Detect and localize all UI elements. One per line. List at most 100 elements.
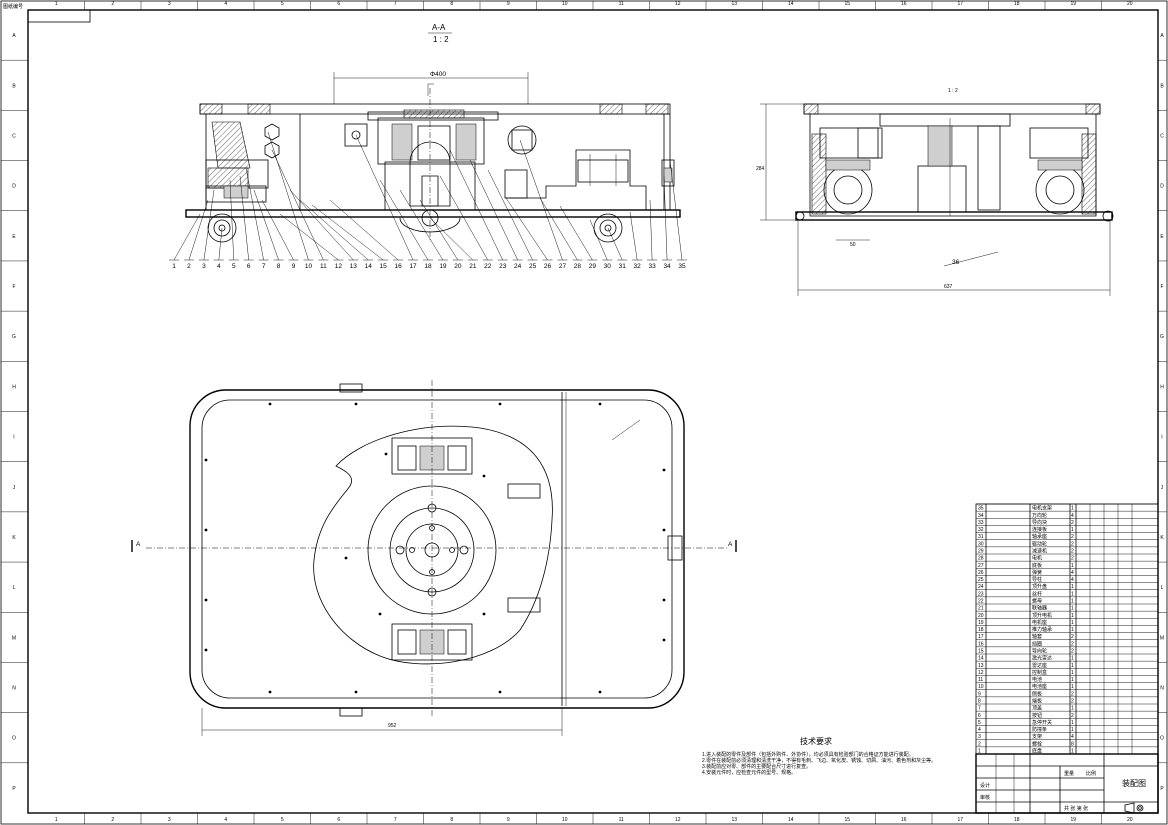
row-letter-left: I [13, 435, 14, 441]
balloon-label: 9 [292, 263, 296, 270]
bom-qty: 1 [1071, 591, 1074, 597]
column-number: 18 [1014, 1, 1020, 7]
row-letter-right: K [1160, 535, 1164, 541]
side-dim-height: 284 [756, 166, 765, 172]
bom-no: 11 [978, 677, 983, 683]
balloon-label: 18 [424, 263, 432, 270]
bom-qty: 1 [1071, 706, 1074, 712]
bom-no: 22 [978, 599, 984, 605]
row-letter-right: G [1160, 334, 1164, 340]
row-letter-left: O [12, 736, 16, 742]
row-letter-left: M [12, 635, 16, 641]
bom-qty: 1 [1071, 606, 1074, 612]
bom-qty: 1 [1071, 684, 1074, 690]
plan-view: A A 952 [131, 380, 737, 736]
bom-no: 27 [978, 563, 984, 569]
row-letter-left: F [12, 284, 15, 290]
section-scale: 1 : 2 [433, 35, 449, 44]
projection-symbol-icon [1124, 802, 1144, 814]
balloon-label: 15 [380, 263, 388, 270]
bom-no: 16 [978, 641, 984, 647]
bom-no: 9 [978, 691, 981, 697]
title-check-label: 审核 [980, 794, 990, 801]
row-letter-right: O [1160, 736, 1164, 742]
bom-qty: 1 [1071, 670, 1074, 676]
bom-qty: 4 [1071, 513, 1074, 519]
balloon-label: 10 [305, 263, 313, 270]
bom-name: 减速机 [1032, 548, 1047, 555]
bom-no: 23 [978, 591, 984, 597]
row-letter-right: H [1160, 384, 1164, 390]
bom-name: 防撞条 [1032, 726, 1047, 733]
column-number: 14 [788, 817, 794, 823]
bom-qty: 2 [1071, 520, 1074, 526]
column-number: 9 [507, 817, 510, 823]
column-number: 12 [675, 1, 681, 7]
bom-name: 螺母 [1032, 598, 1042, 605]
balloon-label: 29 [589, 263, 597, 270]
bom-qty: 1 [1071, 506, 1074, 512]
balloon-label: 11 [320, 263, 327, 270]
balloon-label: 24 [514, 263, 522, 270]
balloon-label: 31 [619, 263, 627, 270]
column-number: 8 [450, 817, 453, 823]
row-letter-right: N [1160, 686, 1164, 692]
bom-qty: 1 [1071, 720, 1074, 726]
bom-name: 电池 [1032, 676, 1042, 683]
column-number: 17 [957, 817, 963, 823]
balloon-label: 20 [454, 263, 462, 270]
bom-qty: 2 [1071, 549, 1074, 555]
balloon-label: 13 [350, 263, 358, 270]
column-number: 16 [901, 817, 907, 823]
section-dim-top: Φ400 [430, 71, 446, 78]
bom-qty: 1 [1071, 656, 1074, 662]
bom-no: 3 [978, 734, 981, 740]
column-number: 7 [394, 817, 397, 823]
column-number: 12 [675, 817, 681, 823]
balloon-label: 34 [663, 263, 671, 270]
row-letter-right: D [1160, 184, 1164, 190]
row-letter-right: L [1161, 585, 1164, 591]
bom-name: 电机支架 [1032, 505, 1052, 512]
bom-no: 35 [978, 506, 984, 512]
bom-qty: 2 [1071, 691, 1074, 697]
bom-name: 联轴器 [1032, 605, 1047, 612]
bom-name: 底盘 [1032, 748, 1042, 755]
bom-qty: 1 [1071, 749, 1074, 755]
column-number: 11 [619, 1, 624, 7]
bom-name: 连接板 [1032, 526, 1047, 533]
bom-no: 10 [978, 684, 984, 690]
column-number: 10 [562, 817, 568, 823]
bom-name: 顶盖 [1032, 705, 1042, 712]
title-block: 装配图 设计 审核 重量 比例 共 张 第 张 [975, 753, 1159, 814]
bom-no: 33 [978, 520, 984, 526]
bom-qty: 2 [1071, 699, 1074, 705]
balloon-label: 28 [574, 263, 582, 270]
bom-no: 30 [978, 541, 984, 547]
balloon-label: 23 [499, 263, 507, 270]
balloon-label: 12 [335, 263, 343, 270]
row-letter-right: M [1160, 635, 1164, 641]
side-view: 1 : 2 284 637 [756, 88, 1114, 296]
side-dim-note: 36 [952, 259, 960, 266]
bom-qty: 8 [1071, 741, 1074, 747]
bom-qty: 1 [1071, 527, 1074, 533]
bom-no: 7 [978, 706, 981, 712]
row-letter-right: E [1160, 234, 1164, 240]
column-number: 20 [1127, 817, 1133, 823]
section-view: A-A 1 : 2 Φ400 [169, 23, 687, 270]
bom-qty: 2 [1071, 713, 1074, 719]
